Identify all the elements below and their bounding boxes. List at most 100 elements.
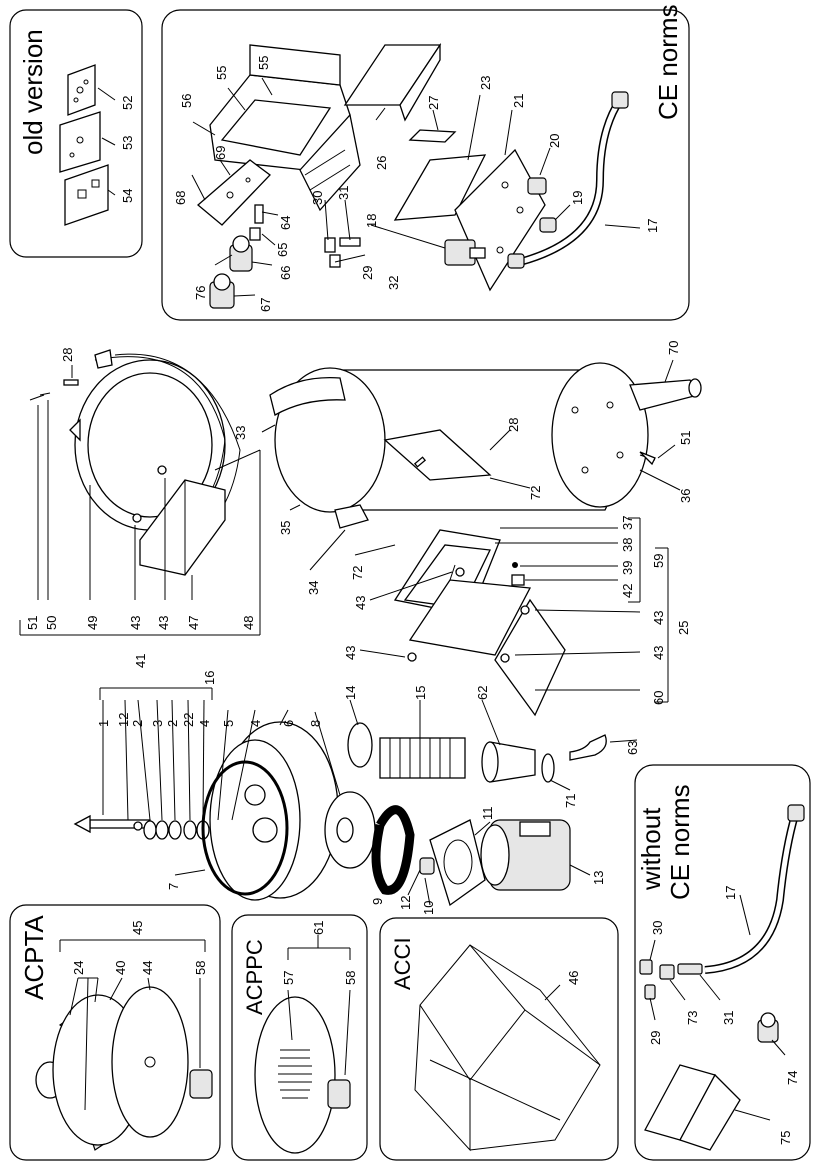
hood-assembly-41: 51 50 49 43 43 47 48 41 28 — [19, 348, 261, 668]
pulley-10 — [419, 857, 435, 875]
callout-1: 1 — [96, 720, 111, 727]
callout-45: 45 — [130, 921, 145, 935]
callout-67: 67 — [258, 298, 273, 312]
callout-43-door-a: 43 — [651, 611, 666, 625]
callout-43-door-b: 43 — [651, 646, 666, 660]
callout-38: 38 — [620, 538, 635, 552]
gasket-ring-7 — [201, 760, 289, 896]
screw-43-e — [500, 653, 510, 663]
screw-43-f — [407, 652, 417, 662]
flange-11 — [429, 819, 486, 907]
callout-22: 22 — [181, 713, 196, 727]
panel-without-ce-norms: without CE norms 30 29 73 31 17 74 — [634, 764, 811, 1161]
callout-29-alt: 29 — [648, 1031, 663, 1045]
callout-7: 7 — [166, 883, 181, 890]
fitting-73 — [659, 964, 675, 980]
callout-30: 30 — [310, 191, 325, 205]
callout-16: 16 — [202, 671, 217, 685]
callout-12-motor: 12 — [398, 896, 413, 910]
flexible-hose-15 — [379, 737, 466, 779]
label-without-ce-norms: CE norms — [665, 784, 695, 900]
hose-17 — [507, 91, 629, 269]
washer-2b — [168, 820, 182, 840]
callout-37: 37 — [620, 516, 635, 530]
callout-71: 71 — [563, 794, 578, 808]
plate-23 — [393, 154, 487, 221]
callout-72-b: 72 — [528, 486, 543, 500]
dot-38 — [512, 562, 518, 568]
callout-53: 53 — [120, 136, 135, 150]
callout-35: 35 — [278, 521, 293, 535]
callout-64: 64 — [278, 216, 293, 230]
callout-31-alt: 31 — [721, 1011, 736, 1025]
switch-66 — [229, 235, 253, 272]
screw-43-c — [455, 567, 465, 577]
pin-28-top — [29, 379, 79, 401]
callout-4-b: 4 — [248, 720, 263, 727]
label-acci: ACCI — [390, 937, 415, 990]
callout-43-hood-b: 43 — [156, 616, 171, 630]
pin-12 — [133, 821, 143, 831]
callout-32: 32 — [386, 276, 401, 290]
screw-43-b — [157, 465, 167, 475]
label-acppc: ACPPC — [242, 939, 267, 1015]
outlet-58-acpta — [189, 1069, 213, 1099]
motor-13 — [480, 819, 571, 891]
fitting-29-alt — [644, 984, 656, 1000]
callout-3: 3 — [150, 720, 165, 727]
callout-47: 47 — [186, 616, 201, 630]
panel-old-version: old version 52 53 54 — [9, 9, 143, 258]
callout-10: 10 — [421, 901, 436, 915]
door-assembly-25: 37 38 39 42 59 43 25 43 60 43 43 — [343, 516, 691, 717]
callout-31: 31 — [336, 186, 351, 200]
callout-40: 40 — [113, 961, 128, 975]
callout-61: 61 — [311, 921, 326, 935]
callout-18: 18 — [364, 214, 379, 228]
fittings-29-30-31 — [324, 237, 361, 268]
panel-acppc-frame — [231, 914, 368, 1161]
callout-17-alt: 17 — [723, 886, 738, 900]
switch-74 — [757, 1012, 779, 1043]
handle-33 — [269, 376, 346, 416]
callout-43-door-c: 43 — [353, 596, 368, 610]
callout-2-b: 2 — [165, 720, 180, 727]
control-plate-52 — [67, 64, 96, 116]
callout-28-top: 28 — [60, 348, 75, 362]
callout-36: 36 — [678, 489, 693, 503]
latch-42 — [511, 574, 525, 586]
callout-5: 5 — [221, 720, 236, 727]
hose-32 — [364, 237, 447, 265]
callout-54: 54 — [120, 189, 135, 203]
clamp-14 — [347, 722, 373, 768]
panel-acci-frame — [379, 917, 619, 1161]
callout-23: 23 — [478, 76, 493, 90]
callout-73: 73 — [685, 1011, 700, 1025]
callout-44: 44 — [140, 961, 155, 975]
screw-43-d — [520, 605, 530, 615]
control-plate-54 — [64, 164, 109, 226]
hose-17-alt — [704, 804, 805, 974]
fitting-30-alt — [639, 959, 653, 975]
callout-58-acpta: 58 — [193, 961, 208, 975]
drum-body: 33 35 34 72 72 28 70 51 36 — [233, 341, 702, 595]
fitting-31-alt — [677, 963, 703, 975]
callout-52: 52 — [120, 96, 135, 110]
callout-46: 46 — [566, 971, 581, 985]
callout-30-alt: 30 — [650, 921, 665, 935]
callout-24: 24 — [71, 961, 86, 975]
callout-13: 13 — [591, 871, 606, 885]
callout-39: 39 — [620, 561, 635, 575]
callout-33: 33 — [233, 426, 248, 440]
label-old-version: old version — [18, 29, 48, 155]
plate-44 — [111, 986, 189, 1138]
callout-75: 75 — [778, 1131, 793, 1145]
callout-4-a: 4 — [197, 720, 212, 727]
frame-60 — [494, 598, 566, 717]
label-ce-norms: CE norms — [653, 4, 683, 120]
callout-28-drum: 28 — [506, 418, 521, 432]
callout-27: 27 — [426, 96, 441, 110]
callout-6: 6 — [281, 720, 296, 727]
callout-2-a: 2 — [130, 720, 145, 727]
callout-74: 74 — [785, 1071, 800, 1085]
